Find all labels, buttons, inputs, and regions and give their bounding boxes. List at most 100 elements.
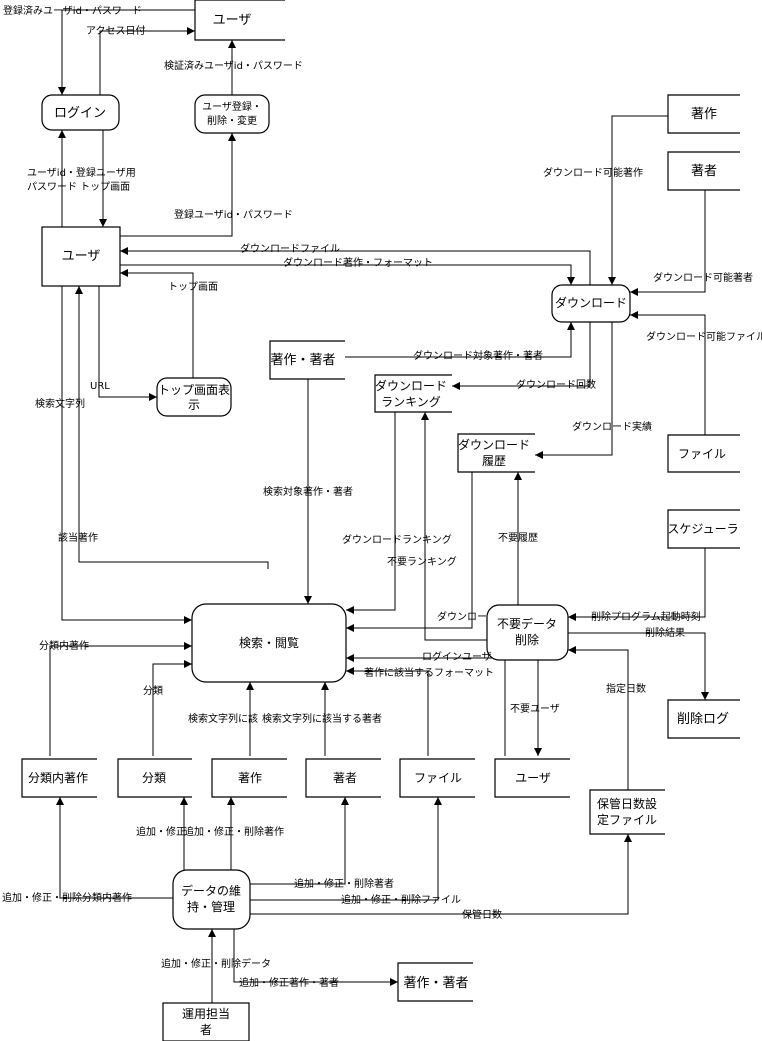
label-format-for-work: 著作に該当するフォーマット	[364, 666, 494, 679]
download-label: ダウンロード	[555, 295, 627, 310]
login-label: ログイン	[54, 106, 106, 121]
edge-download-count	[452, 322, 591, 390]
search-browse-label: 検索・閲覧	[239, 636, 299, 650]
edge-top-screen	[120, 269, 194, 378]
edge-matching-works	[75, 286, 269, 569]
label-registered-id-pw: 登録済みユーザid・パスワード	[3, 4, 142, 17]
label-authors-for-string: 検索文字列に該当する著者	[262, 712, 382, 725]
label-specified-days: 指定日数	[606, 682, 646, 695]
label-category-works: 分類内著作	[39, 639, 89, 652]
nodes: ユーザ ログイン ユーザ登録・ 削除・変更 ユーザ トップ画面表 示 著作	[21, 0, 740, 1041]
edge-maint-to-category-works	[56, 797, 173, 899]
edge-category-works	[49, 642, 192, 756]
edge-unneeded-ranking	[421, 412, 487, 641]
user-register-label-line1: ユーザ登録・	[202, 100, 262, 113]
works-authors-bottom-label: 著作・著者	[403, 976, 468, 991]
edge-maint-to-authors	[250, 797, 349, 885]
label-add-edit-works-authors: 追加・修正著作・著者	[239, 976, 339, 989]
file-right-label: ファイル	[678, 447, 726, 461]
label-download-work-format: ダウンロード著作・フォーマット	[283, 256, 433, 269]
edge-access-date	[99, 27, 195, 95]
category-label: 分類	[142, 771, 166, 785]
process-search-browse: 検索・閲覧	[191, 603, 347, 683]
label-search-target: 検索対象著作・著者	[263, 485, 353, 498]
label-login-user: ログインユーザ	[422, 650, 492, 663]
label-add-edit-del-data: 追加・修正・削除データ	[161, 957, 271, 970]
edge-maint-to-works-authors	[233, 929, 398, 986]
label-add-edit-del-files: 追加・修正・削除ファイル	[341, 893, 461, 906]
label-matching-works: 該当著作	[58, 531, 98, 544]
category-works-label: 分類内著作	[28, 771, 88, 785]
label-cleanup-start-time: 削除プログラム起動時刻	[591, 610, 701, 623]
entity-scheduler: スケジューラ	[667, 509, 740, 549]
label-retention-days: 保管日数	[462, 908, 502, 921]
download-history-label-line1: ダウンロード	[458, 437, 530, 452]
process-top-screen: トップ画面表 示	[156, 377, 232, 417]
edge-downloadable-files	[630, 311, 706, 435]
edge-downloadable-authors	[630, 190, 706, 296]
edge-retention-days	[250, 834, 632, 915]
store-works-right: 著作	[667, 94, 740, 134]
label-access-date: アクセス日付	[86, 24, 146, 37]
works-right-label: 著作	[691, 107, 717, 122]
store-works-authors-mid: 著作・著者	[269, 340, 345, 380]
process-user-register: ユーザ登録・ 削除・変更	[194, 94, 270, 134]
edges	[49, 9, 709, 1003]
authors-bottom-label: 著者	[333, 771, 357, 785]
label-add-edit-a: 追加・修正	[136, 825, 186, 838]
label-login-out-1: ユーザid・登録ユーザ用	[27, 166, 136, 179]
cleanup-label-line1: 不要データ	[497, 616, 557, 631]
edge-labels: 登録済みユーザid・パスワード アクセス日付 検証済みユーザid・パスワード ユ…	[2, 4, 762, 989]
store-user-bottom: ユーザ	[494, 758, 570, 798]
top-screen-label-line2: 示	[188, 398, 200, 412]
label-downloadable-works: ダウンロード可能著作	[543, 166, 643, 179]
edge-download-target	[345, 322, 575, 358]
label-unneeded-user: 不要ユーザ	[510, 703, 560, 715]
label-add-edit-del-cat-works: 追加・修正・削除分類内著作	[2, 891, 132, 904]
store-retention-file: 保管日数設 定ファイル	[589, 789, 665, 835]
label-download-record: ダウンロード実績	[572, 420, 652, 433]
edge-registered-to-login	[58, 9, 195, 95]
retention-file-label-line2: 定ファイル	[597, 812, 657, 827]
edge-cleanup-result	[568, 632, 709, 700]
store-download-history: ダウンロード 履歴	[457, 433, 535, 473]
download-history-label-line2: 履歴	[482, 454, 506, 468]
entity-user-main: ユーザ	[41, 226, 121, 287]
works-authors-mid-label: 著作・著者	[270, 353, 335, 368]
user-bottom-label: ユーザ	[515, 771, 551, 785]
label-url: URL	[90, 381, 110, 392]
store-authors-right: 著者	[667, 151, 740, 191]
entity-operator: 運用担当 者	[162, 1002, 250, 1041]
store-download-ranking: ダウンロード ランキング	[374, 374, 452, 413]
label-category: 分類	[143, 685, 163, 697]
label-download-target: ダウンロード対象著作・著者	[413, 349, 543, 362]
process-cleanup: 不要データ 削除	[486, 604, 569, 661]
store-category: 分類	[117, 758, 192, 798]
edge-history-to-search	[346, 470, 473, 632]
maintenance-label-line2: 持・管理	[187, 899, 235, 914]
edge-format-for-work	[346, 667, 429, 756]
label-add-edit-del-works: 追加・修正・削除著作	[184, 825, 284, 838]
edge-category	[152, 660, 192, 756]
store-works-bottom: 著作	[211, 758, 287, 798]
edge-cleanup-start	[568, 548, 706, 621]
label-search-string: 検索文字列	[35, 397, 85, 410]
store-file-bottom: ファイル	[399, 758, 475, 798]
process-download: ダウンロード	[551, 284, 631, 323]
download-ranking-label-line2: ランキング	[381, 395, 441, 409]
edge-search-string	[61, 286, 192, 624]
edge-download-work-format	[120, 264, 575, 285]
label-unneeded-history: 不要履歴	[498, 532, 538, 544]
edge-user-to-register	[120, 133, 236, 237]
operator-label-line2: 者	[200, 1023, 212, 1037]
authors-right-label: 著者	[691, 164, 717, 179]
edge-downloadable-works	[608, 115, 668, 285]
edge-ranking-to-search	[346, 412, 396, 614]
label-unneeded-ranking: 不要ランキング	[387, 555, 457, 568]
user-main-label: ユーザ	[62, 249, 101, 264]
user-store-top-label: ユーザ	[213, 13, 252, 28]
label-download-clipped: ダウンロー	[437, 610, 487, 623]
operator-label-line1: 運用担当	[182, 1007, 230, 1021]
label-cleanup-result: 削除結果	[645, 626, 685, 639]
